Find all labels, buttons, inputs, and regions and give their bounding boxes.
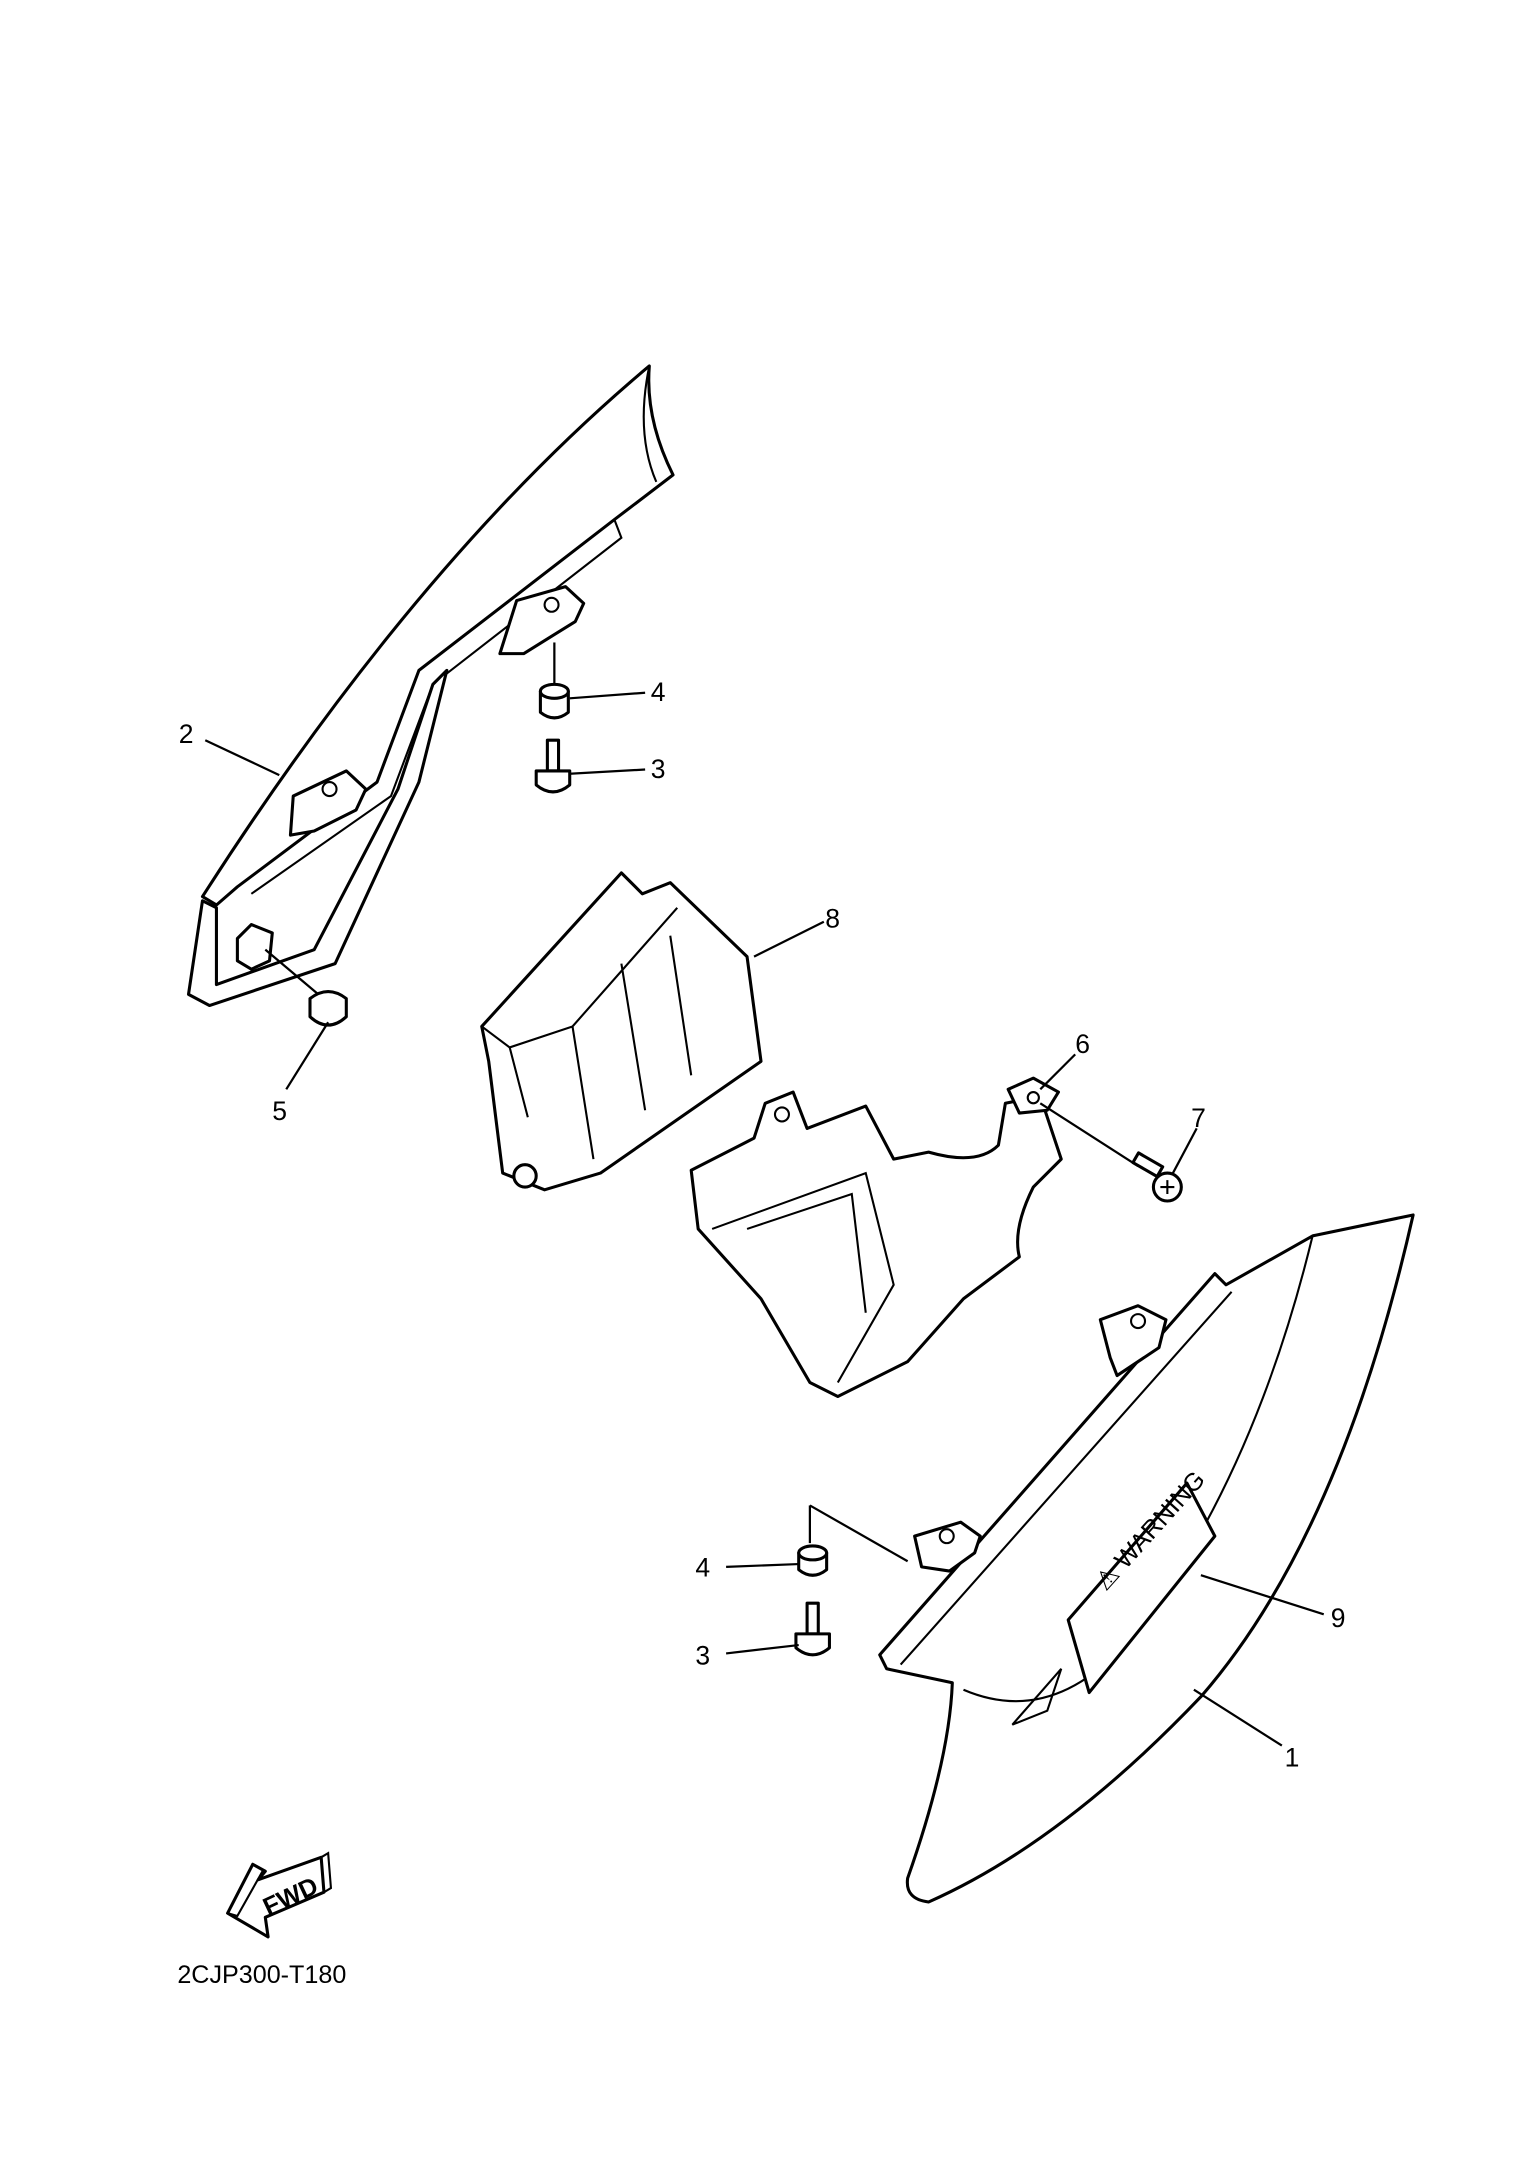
callout-3-bottom: 3 bbox=[695, 1641, 710, 1671]
callout-5: 5 bbox=[272, 1096, 287, 1126]
collar-part-4-bottom bbox=[797, 1504, 909, 1577]
grommet-part-5 bbox=[235, 922, 348, 1027]
collar-part-4-top bbox=[538, 642, 570, 720]
callout-9: 9 bbox=[1331, 1603, 1346, 1633]
callout-4-bottom: 4 bbox=[695, 1553, 710, 1583]
box-part-8 bbox=[480, 871, 763, 1192]
callout-8: 8 bbox=[825, 903, 840, 933]
callout-7: 7 bbox=[1191, 1103, 1206, 1133]
bolt-part-3-top bbox=[534, 738, 572, 794]
fwd-arrow-icon: FWD bbox=[226, 1851, 333, 1939]
bolt-part-3-bottom bbox=[794, 1601, 831, 1657]
screw-part-7 bbox=[1039, 1102, 1183, 1203]
bracket bbox=[689, 1090, 1063, 1399]
callout-4-top: 4 bbox=[651, 677, 666, 707]
damper-part-6 bbox=[1006, 1076, 1060, 1115]
left-side-cover-part-2 bbox=[186, 364, 675, 1008]
diagram-code: 2CJP300-T180 bbox=[177, 1961, 346, 1989]
leader-lines bbox=[204, 691, 1325, 1747]
callout-2: 2 bbox=[179, 719, 194, 749]
callout-3-top: 3 bbox=[651, 754, 666, 784]
callout-1: 1 bbox=[1285, 1743, 1300, 1773]
callout-6: 6 bbox=[1075, 1029, 1090, 1059]
